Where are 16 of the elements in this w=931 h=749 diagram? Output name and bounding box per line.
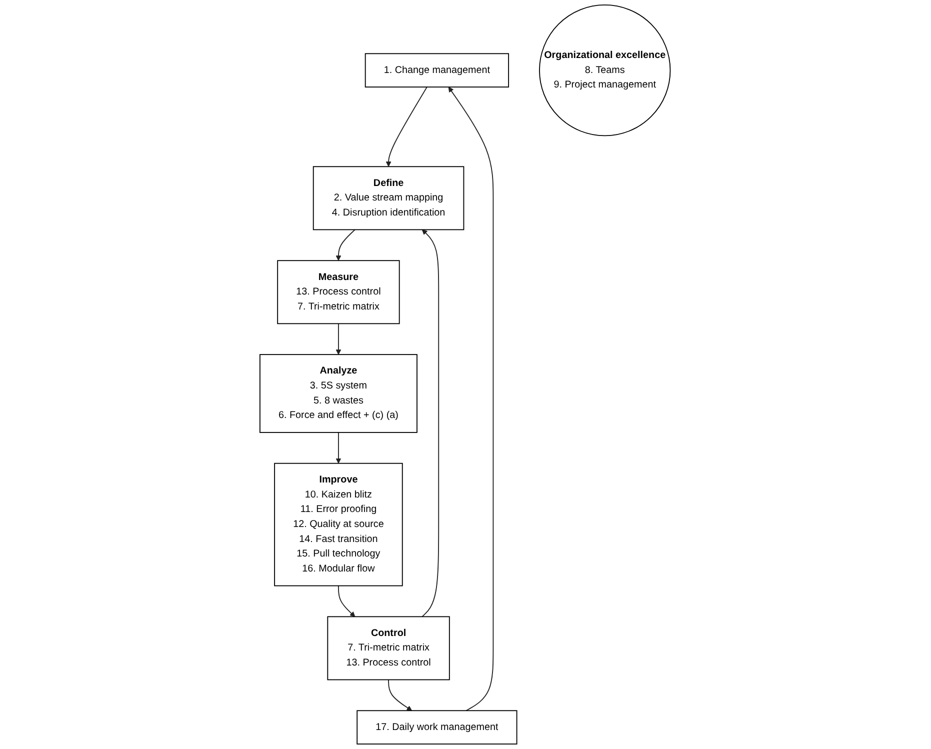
arrow [422, 229, 440, 618]
node-box: Define 2. Value stream mapping 4. Disruption identification [313, 166, 465, 230]
node-box: 1. Change management [365, 53, 510, 88]
arrow [386, 86, 428, 167]
node-circle: Organizational excellence 8. Teams 9. Project management [539, 4, 672, 136]
node-box: Improve 10. Kaizen blitz 11. Error proofing 12. Quality at source 14. Fast transition 15. Pull technology 16. Modular flow [274, 462, 404, 586]
arrow [338, 585, 356, 617]
arrow [336, 432, 342, 464]
arrow [336, 229, 356, 261]
node-box: 17. Daily work management [357, 710, 518, 744]
node-box: Measure 13. Process control 7. Tri-metric matrix [278, 260, 400, 324]
arrow [388, 679, 412, 711]
arrow [336, 323, 342, 355]
arrow [448, 86, 494, 712]
node-box: Analyze 3. 5S system 5. 8 wastes 6. Force and effect + (c) (a) [260, 354, 418, 433]
node-box: Control 7. Tri-metric matrix 13. Process control [328, 616, 450, 680]
